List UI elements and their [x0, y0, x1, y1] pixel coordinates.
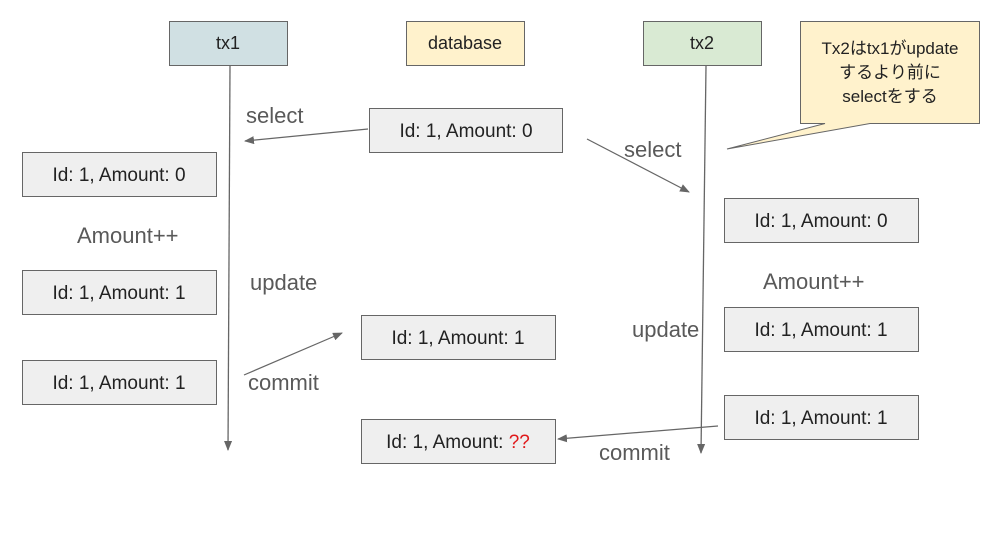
- tx1-selected-record-box: [22, 152, 217, 197]
- tx1-committed-record: Id: 1, Amount: 1: [22, 360, 217, 405]
- database-header-box: [406, 21, 525, 66]
- tx1-selected-record: Id: 1, Amount: 0: [22, 152, 217, 197]
- tx1-lifeline: [224, 65, 233, 451]
- tx1-select-label: select: [246, 103, 303, 128]
- callout-line-3: selectをする: [842, 87, 937, 106]
- tx2-selected-record-box: [724, 198, 919, 243]
- db-final-record: Id: 1, Amount: ??: [361, 419, 556, 464]
- tx1-updated-record-box: [22, 270, 217, 315]
- tx2-update-label: update: [632, 317, 699, 342]
- callout-note: Tx2はtx1がupdate するより前に selectをする: [726, 21, 980, 150]
- db-final-record-box: [361, 419, 556, 464]
- database-header: database: [406, 21, 525, 66]
- tx1-header-box: [169, 21, 288, 66]
- tx1-selected-record-text: Id: 1, Amount: 0: [52, 165, 185, 186]
- tx2-lifeline: [697, 65, 707, 454]
- database-header-label: database: [428, 33, 502, 53]
- db-final-record-prefix: Id: 1, Amount:: [386, 432, 509, 453]
- tx2-selected-record-text: Id: 1, Amount: 0: [754, 211, 887, 232]
- tx1-committed-record-text: Id: 1, Amount: 1: [52, 373, 185, 394]
- tx1-increment-label: Amount++: [77, 223, 179, 248]
- callout-line-1: Tx2はtx1がupdate: [821, 39, 958, 58]
- tx1-header-label: tx1: [216, 33, 240, 53]
- db-final-record-text: Id: 1, Amount: ??: [386, 432, 530, 453]
- tx2-select-label: select: [624, 137, 681, 162]
- db-initial-record: Id: 1, Amount: 0: [369, 108, 563, 153]
- db-initial-record-text: Id: 1, Amount: 0: [399, 121, 532, 142]
- tx2-committed-record-box: [724, 395, 919, 440]
- db-final-record-unknown: ??: [509, 432, 530, 453]
- tx1-committed-record-box: [22, 360, 217, 405]
- tx2-commit-arrow: [557, 425, 719, 443]
- tx1-update-label: update: [250, 270, 317, 295]
- tx2-header-label: tx2: [690, 33, 714, 53]
- db-after-tx1-record-box: [361, 315, 556, 360]
- tx2-header: tx2: [643, 21, 762, 66]
- db-after-tx1-record-text: Id: 1, Amount: 1: [391, 328, 524, 349]
- callout-shape: [726, 21, 980, 150]
- tx2-updated-record-box: [724, 307, 919, 352]
- tx1-select-arrow: [244, 128, 369, 145]
- tx2-selected-record: Id: 1, Amount: 0: [724, 198, 919, 243]
- tx2-committed-record: Id: 1, Amount: 1: [724, 395, 919, 440]
- tx1-commit-label: commit: [248, 370, 319, 395]
- tx1-updated-record-text: Id: 1, Amount: 1: [52, 283, 185, 304]
- db-after-tx1-record: Id: 1, Amount: 1: [361, 315, 556, 360]
- tx2-updated-record-text: Id: 1, Amount: 1: [754, 320, 887, 341]
- callout-line-2: するより前に: [839, 63, 941, 82]
- tx1-commit-arrow: [243, 332, 343, 376]
- tx1-header: tx1: [169, 21, 288, 66]
- tx1-updated-record: Id: 1, Amount: 1: [22, 270, 217, 315]
- tx2-updated-record: Id: 1, Amount: 1: [724, 307, 919, 352]
- tx2-increment-label: Amount++: [763, 269, 865, 294]
- db-initial-record-box: [369, 108, 563, 153]
- tx2-header-box: [643, 21, 762, 66]
- tx2-commit-label: commit: [599, 440, 670, 465]
- tx2-committed-record-text: Id: 1, Amount: 1: [754, 408, 887, 429]
- tx2-select-arrow: [586, 138, 690, 193]
